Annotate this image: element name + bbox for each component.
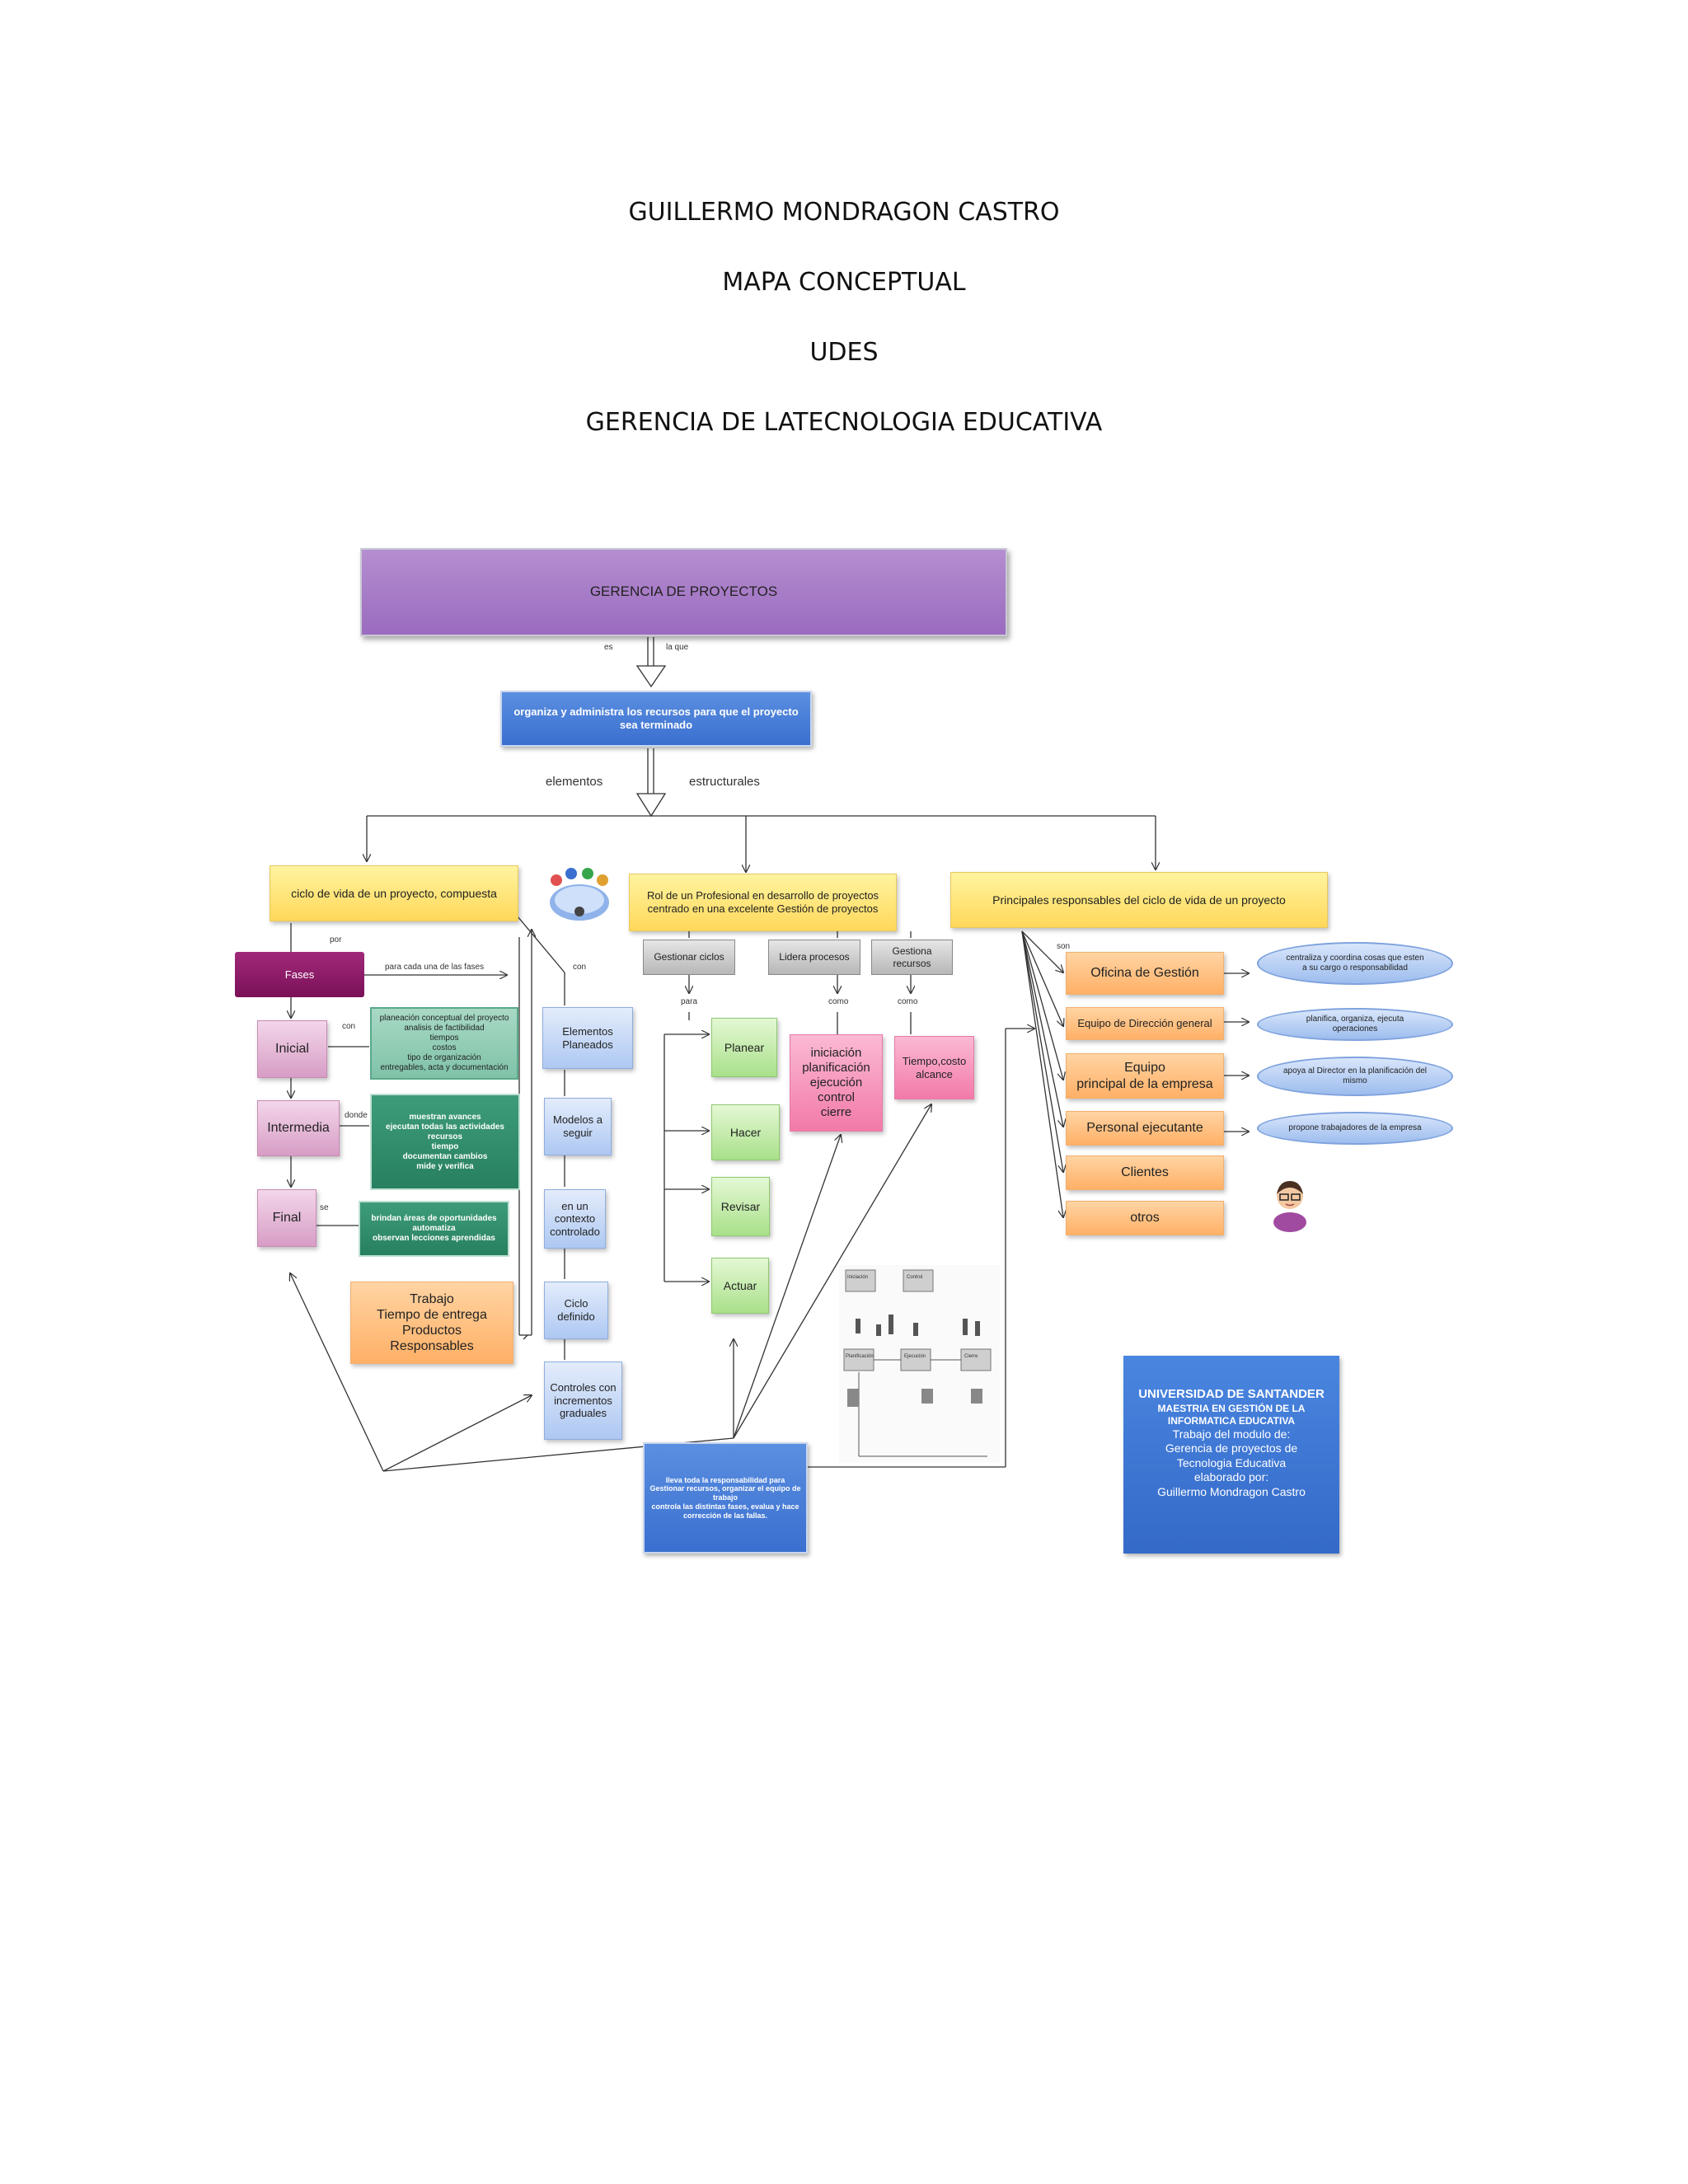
pdca-hacer: Hacer: [711, 1104, 780, 1160]
action-link-como-1: como: [828, 997, 849, 1006]
phase-link-con: con: [342, 1022, 356, 1031]
link-es: es: [604, 643, 613, 652]
link-estructurales: estructurales: [689, 775, 760, 789]
responsible-equipo-principal: Equipo principal de la empresa: [1066, 1053, 1224, 1099]
work-box: Trabajo Tiempo de entrega Productos Resp…: [350, 1282, 513, 1364]
resources-scope: Tiempo,costo alcance: [894, 1036, 974, 1099]
definition-node: organiza y administra los recursos para …: [500, 691, 812, 747]
responsible-direccion: Equipo de Dirección general: [1066, 1007, 1224, 1040]
person-avatar-icon: [1269, 1174, 1311, 1232]
phases-node: Fases: [235, 952, 364, 997]
thumb-label-ejecucion: Ejecución: [904, 1354, 926, 1359]
responsibility-box: lleva toda la responsabilidad para Gesti…: [643, 1442, 808, 1554]
thumb-label-control: Control: [907, 1275, 923, 1280]
action-lidera-procesos: Lidera procesos: [768, 940, 860, 975]
note-oficina: centraliza y coordina cosas que esten a …: [1257, 942, 1453, 985]
pdca-planear: Planear: [711, 1018, 777, 1077]
link-por: por: [330, 935, 342, 944]
link-son: son: [1057, 942, 1071, 951]
subject: GERENCIA DE LATECNOLOGIA EDUCATIVA: [585, 408, 1103, 437]
responsible-personal: Personal ejecutante: [1066, 1111, 1224, 1146]
cycle-item-ciclo: Ciclo definido: [544, 1282, 608, 1339]
credits-line3: elaborado por:: [1193, 1470, 1269, 1484]
credits-university: UNIVERSIDAD DE SANTANDER: [1138, 1387, 1325, 1401]
credits-line1: Trabajo del modulo de:: [1172, 1427, 1291, 1441]
pdca-revisar: Revisar: [711, 1177, 770, 1236]
cycle-item-modelos: Modelos a seguir: [544, 1098, 612, 1155]
thumb-label-iniciacion: Iniciación: [847, 1275, 869, 1280]
note-equipo-principal: apoya al Director en la planificación de…: [1257, 1057, 1453, 1096]
credits-line4: Guillermo Mondragon Castro: [1157, 1484, 1306, 1498]
phase-final: Final: [257, 1189, 316, 1247]
branch-professional-role: Rol de un Profesional en desarrollo de p…: [629, 874, 897, 931]
link-elementos: elementos: [546, 775, 603, 789]
action-gestionar-ciclos: Gestionar ciclos: [643, 940, 735, 975]
link-la-que: la que: [666, 643, 689, 652]
thumb-label-planificacion: Planificación: [846, 1354, 874, 1359]
action-gestiona-recursos: Gestiona recursos: [871, 940, 953, 975]
process-stages: iniciación planificación ejecución contr…: [790, 1034, 883, 1132]
credits-line2: Gerencia de proyectos de Tecnologia Educ…: [1165, 1441, 1298, 1469]
credits-box: UNIVERSIDAD DE SANTANDER MAESTRIA EN GES…: [1123, 1356, 1339, 1554]
author-name: GUILLERMO MONDRAGON CASTRO: [628, 198, 1060, 227]
responsible-otros: otros: [1066, 1201, 1224, 1235]
phase-inicial: Inicial: [257, 1020, 327, 1078]
phase-link-se: se: [320, 1203, 329, 1212]
phase-link-donde: donde: [345, 1111, 368, 1120]
phase-intermedia: Intermedia: [257, 1100, 340, 1156]
link-con: con: [573, 963, 587, 972]
phase-inicial-detail: planeación conceptual del proyecto anali…: [370, 1007, 518, 1080]
process-diagram-thumbnail: Iniciación Planificación Ejecución Contr…: [839, 1265, 1000, 1463]
root-node: GERENCIA DE PROYECTOS: [360, 548, 1007, 636]
institution: UDES: [809, 338, 879, 367]
credits-program: MAESTRIA EN GESTIÓN DE LA INFORMATICA ED…: [1157, 1402, 1306, 1427]
pdca-actuar: Actuar: [711, 1258, 769, 1314]
link-para-cada: para cada una de las fases: [385, 963, 485, 972]
cycle-item-elementos: Elementos Planeados: [542, 1007, 633, 1069]
branch-responsibles: Principales responsables del ciclo de vi…: [950, 872, 1328, 928]
phase-final-detail: brindan áreas de oportunidades automatiz…: [359, 1201, 509, 1257]
phase-intermedia-detail: muestran avances ejecutan todas las acti…: [370, 1094, 520, 1190]
team-icon: [538, 857, 621, 927]
action-link-para: para: [681, 997, 698, 1006]
action-link-como-2: como: [898, 997, 918, 1006]
responsible-clientes: Clientes: [1066, 1155, 1224, 1190]
note-personal: propone trabajadores de la empresa: [1257, 1112, 1453, 1145]
thumb-label-cierre: Cierre: [964, 1354, 978, 1359]
document-type: MAPA CONCEPTUAL: [722, 268, 966, 297]
cycle-item-controles: Controles con incrementos graduales: [544, 1361, 622, 1440]
note-direccion: planifica, organiza, ejecuta operaciones: [1257, 1008, 1453, 1041]
cycle-item-contexto: en un contexto controlado: [544, 1189, 606, 1249]
responsible-oficina: Oficina de Gestión: [1066, 952, 1224, 995]
branch-life-cycle: ciclo de vida de un proyecto, compuesta: [270, 865, 518, 921]
